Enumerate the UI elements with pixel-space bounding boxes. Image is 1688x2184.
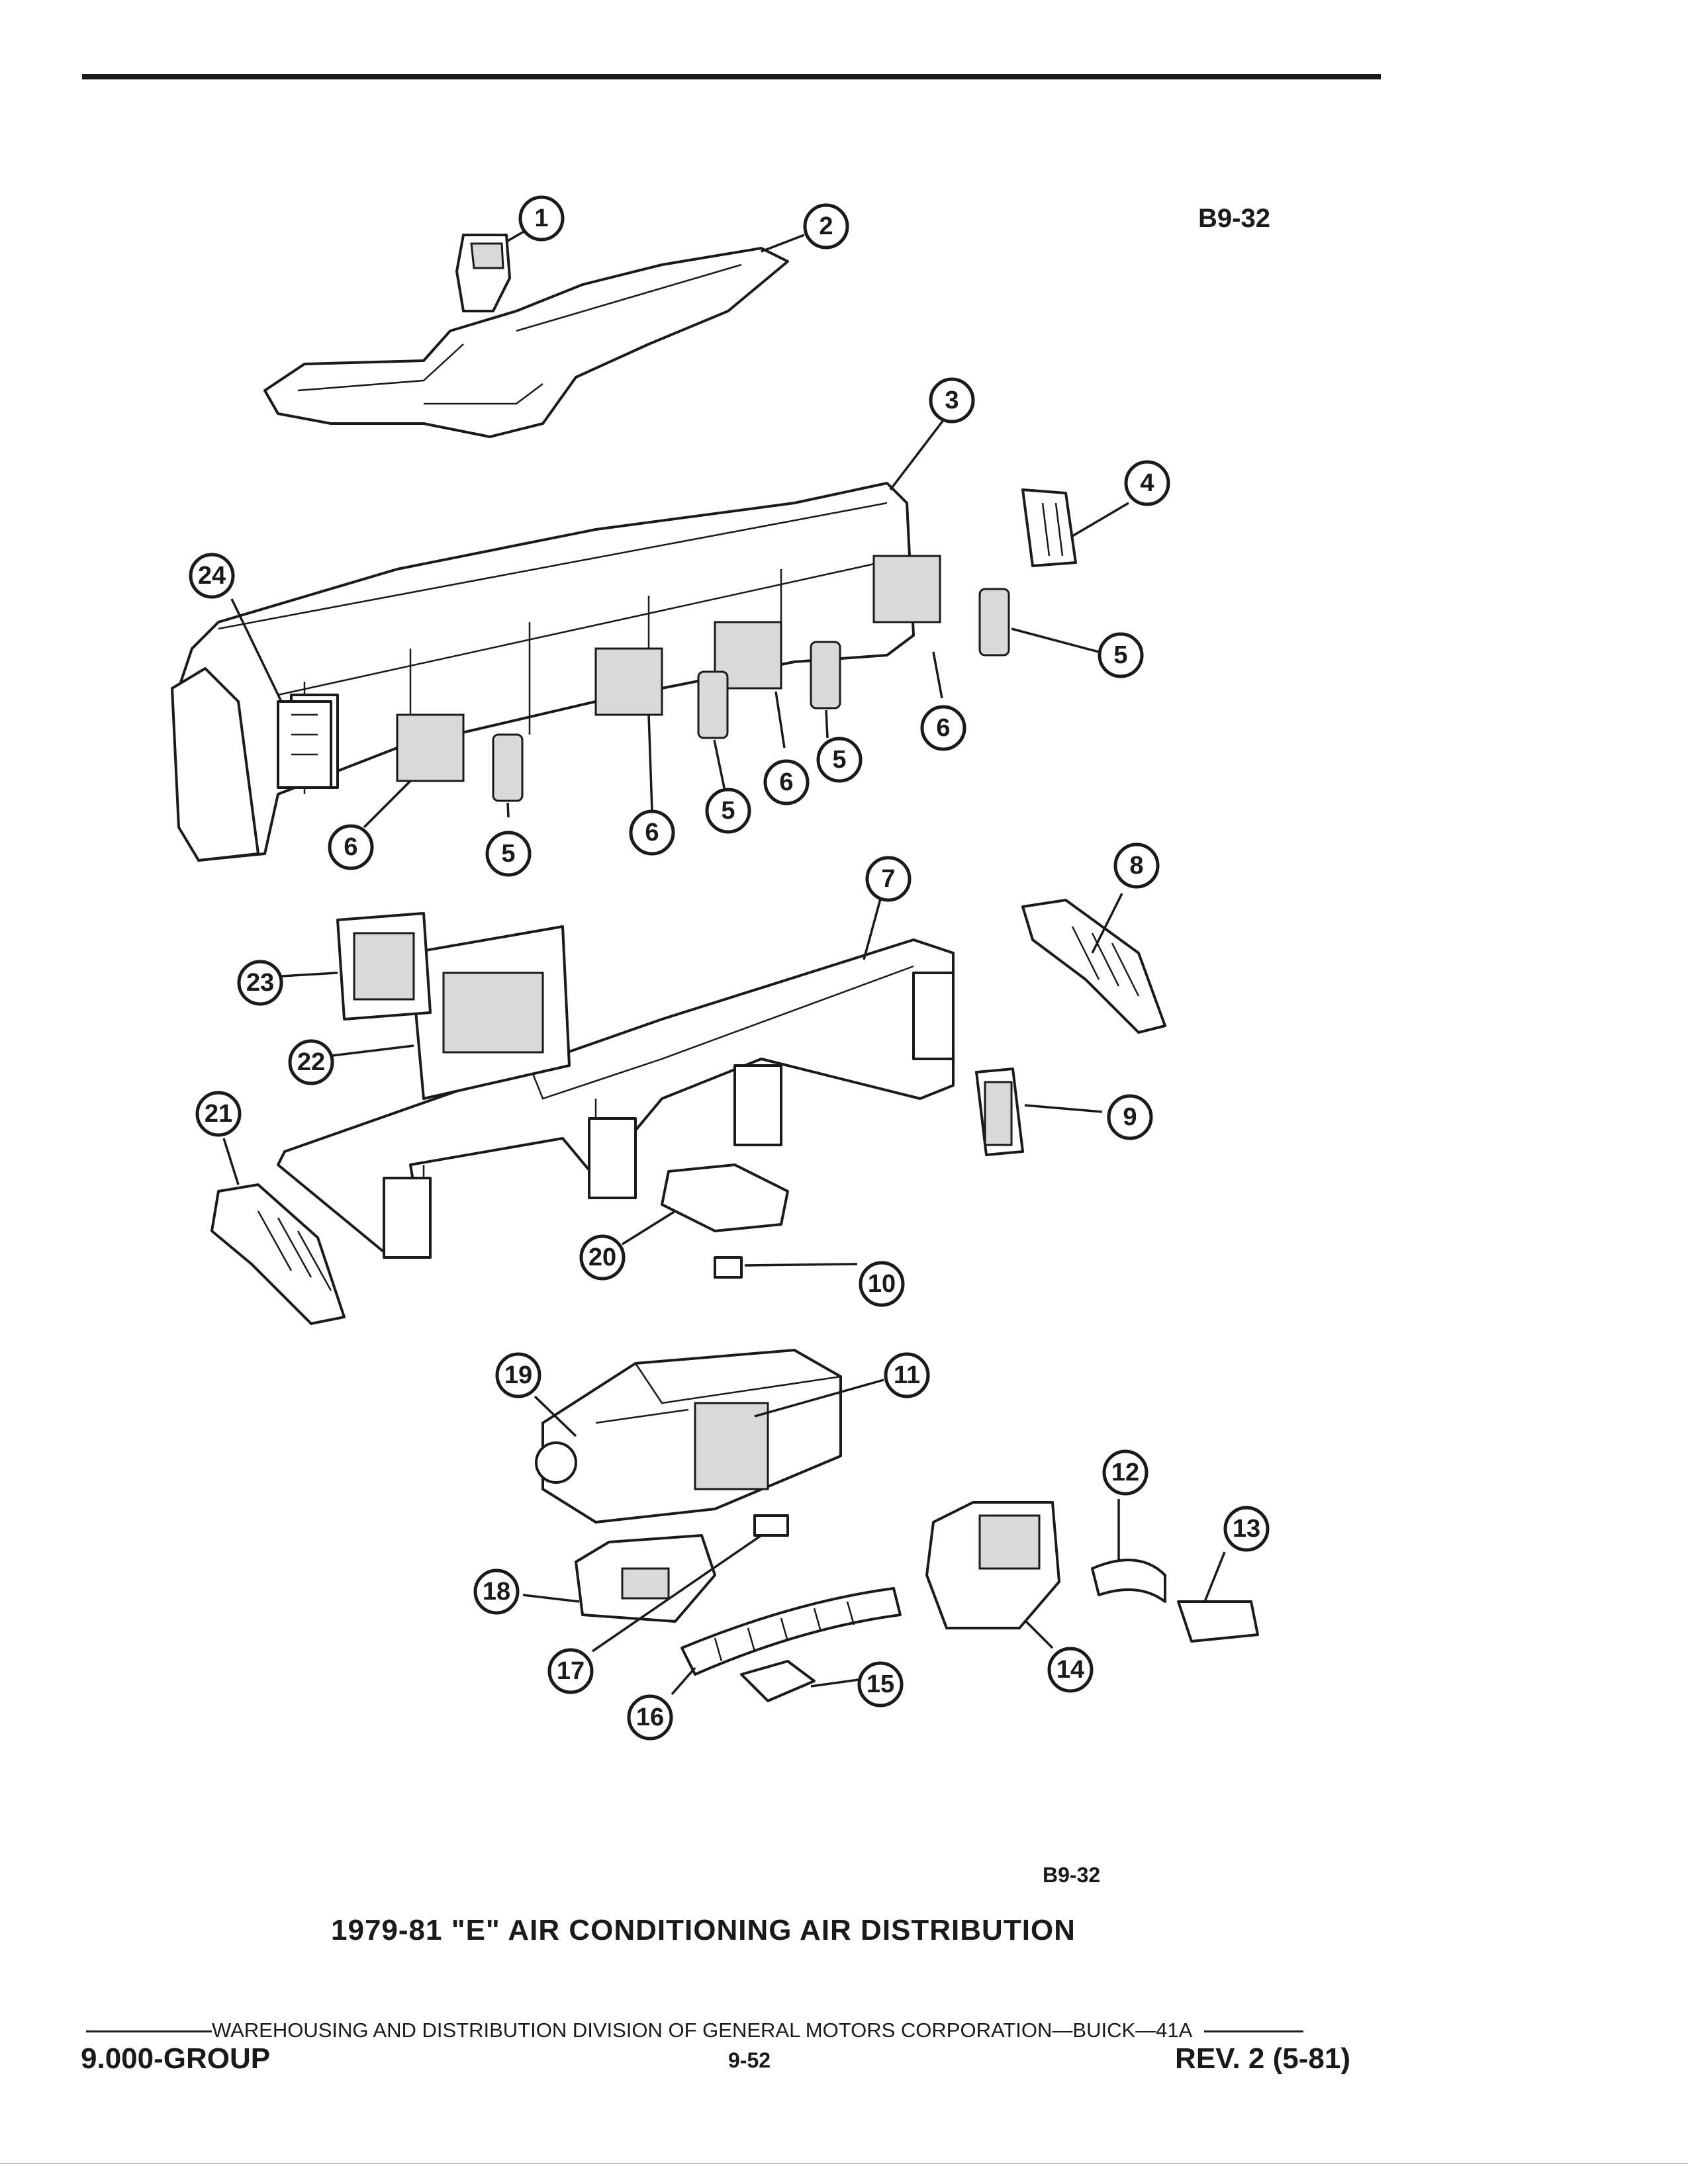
svg-text:22: 22 [297, 1048, 325, 1076]
svg-text:23: 23 [246, 969, 274, 997]
part-side-duct-8 [1021, 899, 1166, 1034]
callout-23: 23 [237, 960, 283, 1006]
svg-text:6: 6 [344, 833, 357, 861]
svg-text:6: 6 [936, 714, 950, 742]
part-clip-10 [714, 1256, 743, 1279]
callout-6a: 6 [920, 705, 966, 751]
footer-publisher: WAREHOUSING AND DISTRIBUTION DIVISION OF… [212, 2019, 1193, 2042]
callout-20: 20 [579, 1234, 626, 1281]
part-outlet-13 [1177, 1600, 1259, 1643]
callout-17: 17 [547, 1648, 594, 1694]
callout-9: 9 [1107, 1094, 1153, 1140]
bottom-rule [0, 2163, 1688, 2164]
svg-text:13: 13 [1233, 1515, 1260, 1543]
svg-text:3: 3 [945, 387, 959, 414]
svg-text:2: 2 [819, 212, 833, 240]
callout-12: 12 [1102, 1449, 1149, 1496]
callout-21: 21 [195, 1091, 242, 1137]
part-heater-case-19 [535, 1349, 842, 1524]
callout-11: 11 [884, 1352, 930, 1398]
callout-19: 19 [495, 1352, 541, 1398]
part-pipe-12 [1091, 1559, 1166, 1603]
callout-6d: 6 [328, 824, 374, 870]
callout-10: 10 [859, 1261, 905, 1307]
svg-text:20: 20 [588, 1244, 616, 1271]
svg-text:24: 24 [198, 562, 226, 590]
svg-text:7: 7 [881, 865, 895, 893]
svg-text:5: 5 [721, 797, 735, 825]
footer-rule-left [86, 2030, 212, 2033]
part-defroster-outlet-1 [455, 234, 511, 312]
callout-18: 18 [473, 1569, 520, 1615]
part-hose-16 [680, 1587, 902, 1676]
callout-14: 14 [1047, 1647, 1094, 1693]
callout-7: 7 [865, 856, 912, 902]
callout-5d: 5 [485, 831, 532, 877]
footer-group: 9.000-GROUP [81, 2042, 271, 2075]
part-frame-22 [409, 925, 571, 1100]
part-duct-7 [277, 938, 955, 1259]
callout-3: 3 [929, 377, 975, 424]
svg-text:17: 17 [557, 1657, 585, 1685]
figure-code-bottom: B9-32 [1043, 1863, 1101, 1887]
part-clip-17 [753, 1514, 789, 1537]
callout-16: 16 [627, 1694, 673, 1741]
top-rule [82, 74, 1381, 79]
svg-text:8: 8 [1129, 852, 1143, 880]
footer-page-number: 9-52 [728, 2048, 771, 2072]
svg-text:5: 5 [501, 840, 515, 868]
svg-text:6: 6 [779, 768, 793, 796]
svg-text:18: 18 [483, 1578, 510, 1606]
svg-text:5: 5 [1113, 641, 1127, 669]
part-louver-5 [492, 588, 1010, 802]
callout-5c: 5 [705, 788, 751, 834]
callout-13: 13 [1223, 1506, 1270, 1552]
callout-4: 4 [1124, 460, 1170, 506]
svg-text:19: 19 [504, 1361, 532, 1389]
svg-text:15: 15 [867, 1670, 894, 1698]
callout-8: 8 [1113, 842, 1160, 889]
callout-5a: 5 [1098, 632, 1144, 678]
part-outlet-15 [740, 1660, 816, 1702]
callout-6c: 6 [629, 809, 675, 856]
footer-revision: REV. 2 (5-81) [1175, 2042, 1350, 2075]
svg-text:12: 12 [1111, 1459, 1139, 1486]
figure-caption: 1979-81 "E" AIR CONDITIONING AIR DISTRIB… [331, 1914, 1076, 1946]
callout-15: 15 [857, 1661, 904, 1707]
part-tray-20 [661, 1163, 789, 1232]
callout-5b: 5 [816, 737, 863, 783]
part-frame-23 [336, 912, 432, 1021]
svg-text:21: 21 [205, 1100, 232, 1128]
callout-22: 22 [288, 1039, 334, 1085]
svg-text:10: 10 [868, 1270, 896, 1298]
part-side-duct-21 [211, 1183, 346, 1325]
figure-code-top: B9-32 [1198, 204, 1270, 233]
svg-text:11: 11 [894, 1361, 920, 1389]
svg-text:5: 5 [832, 746, 846, 774]
footer-publisher-line: WAREHOUSING AND DISTRIBUTION DIVISION OF… [86, 2019, 1350, 2042]
callout-24: 24 [189, 553, 235, 599]
svg-text:16: 16 [636, 1704, 664, 1731]
footer-rule-right [1203, 2030, 1303, 2033]
part-outlet-9 [975, 1068, 1024, 1156]
part-outlet-18 [575, 1534, 716, 1623]
svg-text:4: 4 [1140, 469, 1154, 497]
part-side-outlet-4 [1021, 488, 1077, 567]
callout-6b: 6 [763, 759, 810, 805]
part-defroster-duct-2 [263, 247, 789, 438]
part-housing-14 [925, 1501, 1060, 1629]
svg-text:6: 6 [645, 819, 659, 846]
callout-1: 1 [518, 195, 565, 242]
svg-text:14: 14 [1056, 1656, 1084, 1684]
svg-text:1: 1 [534, 205, 548, 232]
callout-2: 2 [803, 203, 849, 250]
svg-text:9: 9 [1123, 1103, 1137, 1131]
part-bracket-24 [277, 700, 332, 789]
